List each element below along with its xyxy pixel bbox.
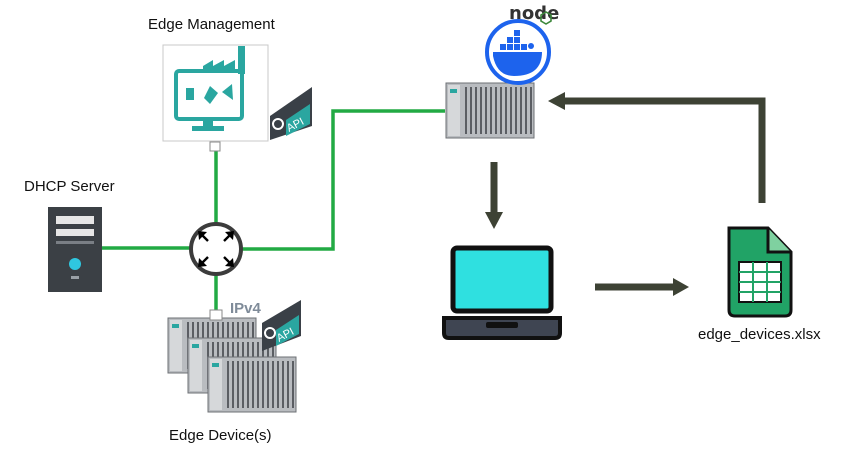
edge-host-ipc-icon <box>445 82 535 139</box>
excel-file-label: edge_devices.xlsx <box>698 326 821 343</box>
node-logo-text: node <box>509 3 559 24</box>
ipv4-label: IPv4 <box>230 300 262 317</box>
arrow-excel-to-host <box>548 92 766 203</box>
flow-arrows <box>485 92 766 296</box>
edge-management-icon <box>162 44 269 152</box>
dhcp-server-label: DHCP Server <box>24 178 115 195</box>
dhcp-server-icon <box>48 207 102 292</box>
arrow-host-to-laptop <box>485 162 503 229</box>
edge-devices-stack-icon <box>167 309 297 413</box>
edge-management-label: Edge Management <box>148 16 275 33</box>
api-badge-top: API <box>270 87 312 140</box>
network-links <box>102 109 445 315</box>
link-router-edge-host <box>242 109 445 251</box>
edge-devices-label: Edge Device(s) <box>169 427 272 444</box>
docker-icon <box>485 19 551 85</box>
nodejs-icon: node <box>509 3 559 25</box>
laptop-icon <box>442 245 562 340</box>
api-badge-bottom: API <box>262 300 301 351</box>
router-icon <box>189 222 243 276</box>
arrow-laptop-to-excel <box>595 278 689 296</box>
spreadsheet-file-icon <box>727 226 793 318</box>
